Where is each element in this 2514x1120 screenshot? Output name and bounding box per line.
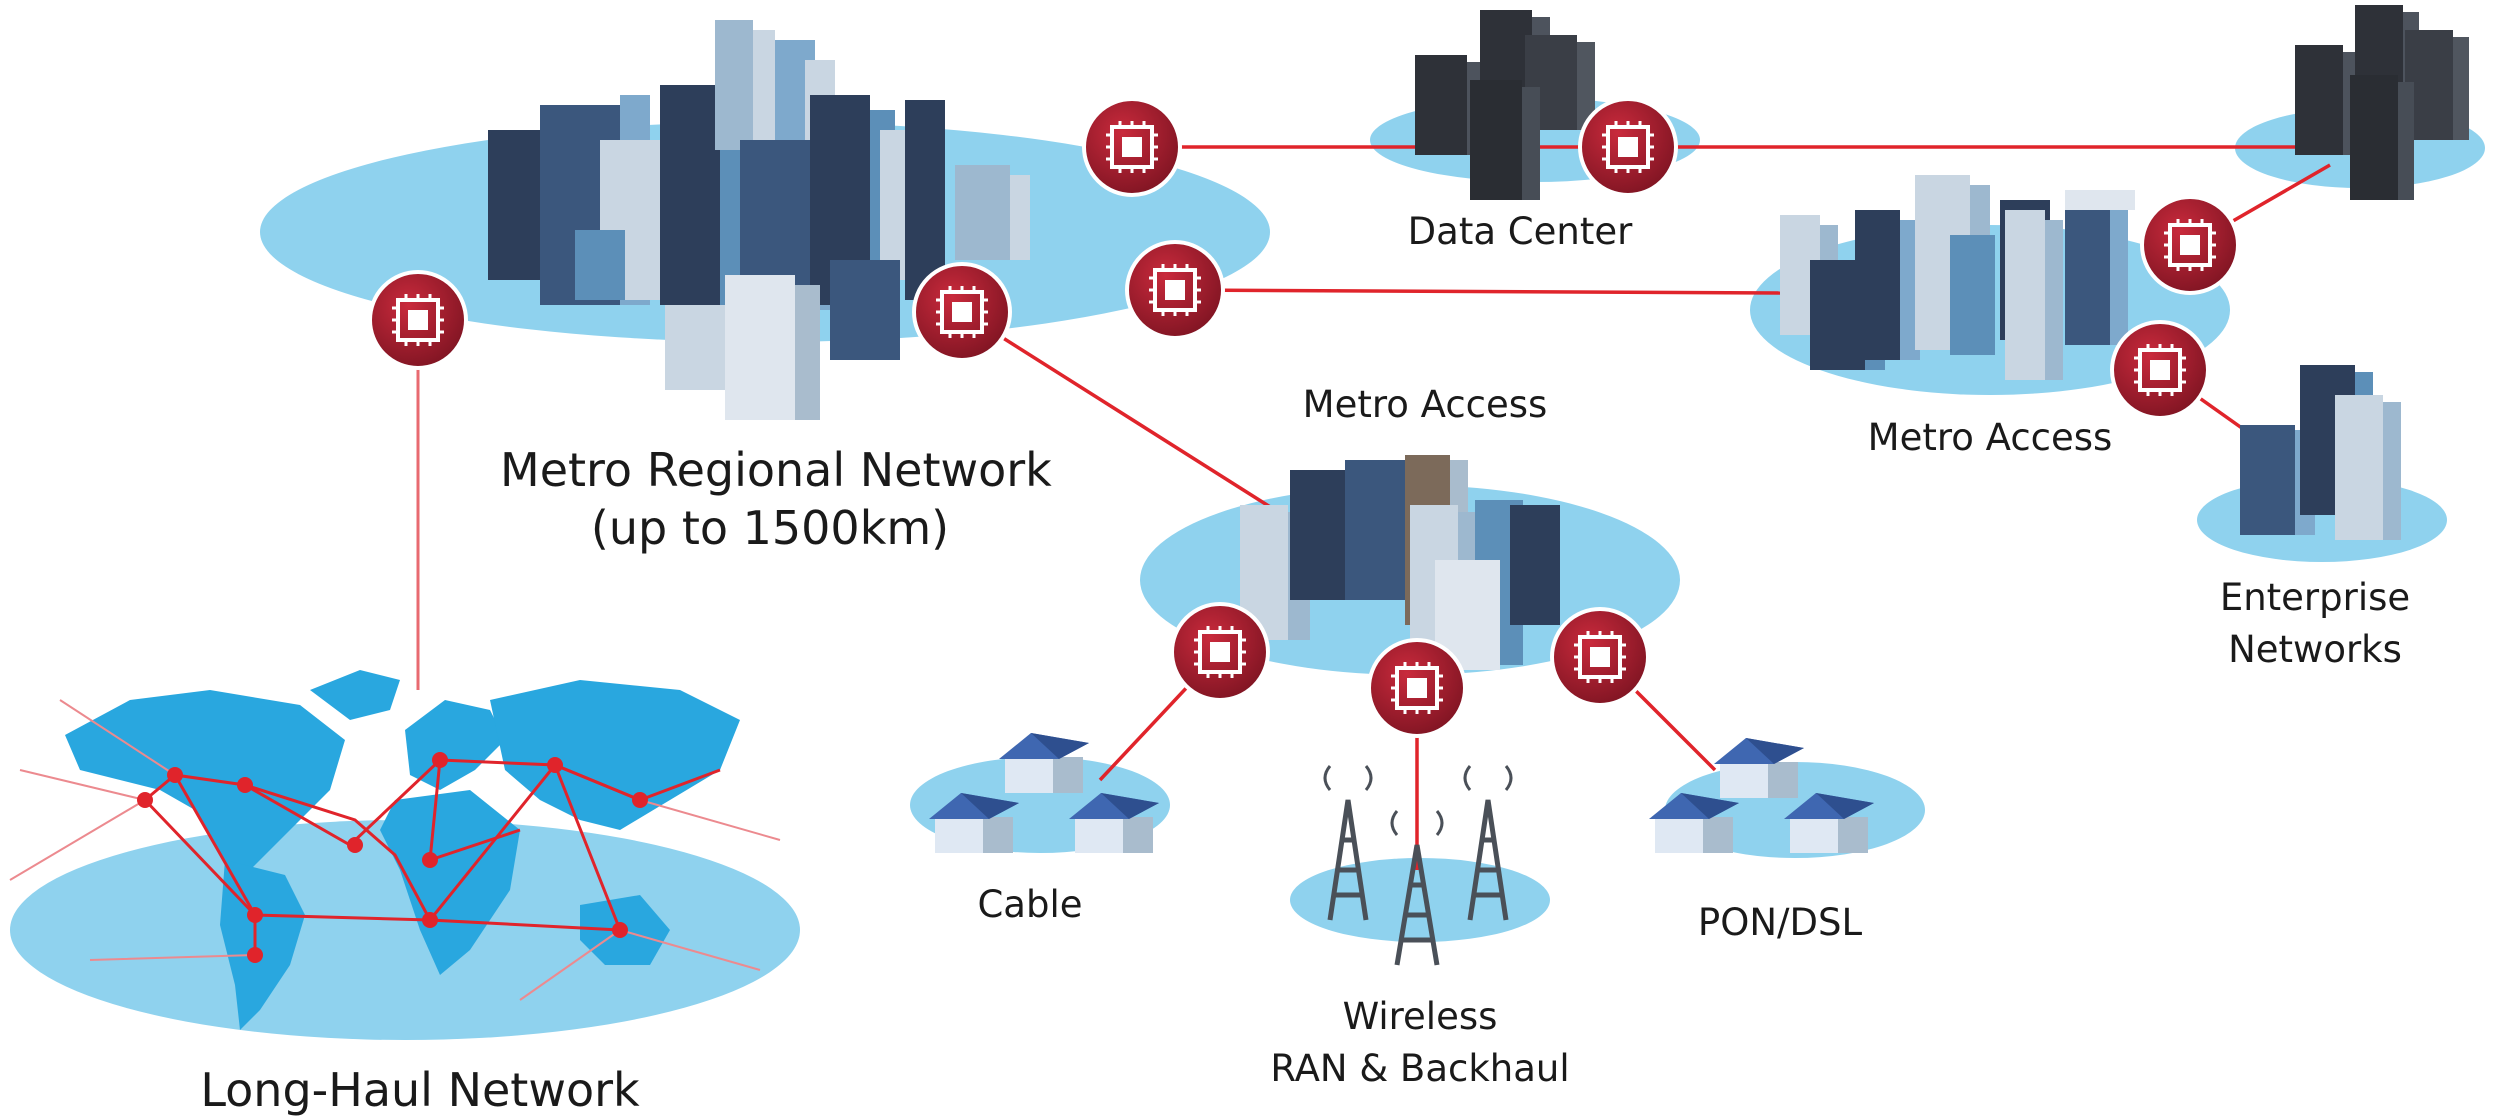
office-building-icon bbox=[1780, 175, 2135, 380]
house-icon bbox=[1784, 793, 1874, 853]
cable-houses bbox=[929, 733, 1159, 853]
cell-tower-icon bbox=[1390, 810, 1444, 966]
enterprise-buildings bbox=[2240, 365, 2401, 540]
chip-icon bbox=[2140, 195, 2240, 295]
server-rack-icon bbox=[2295, 5, 2469, 200]
chip-nodes bbox=[368, 97, 2240, 738]
map-links bbox=[143, 758, 721, 955]
house-icon bbox=[999, 733, 1089, 793]
pon-dsl-houses bbox=[1649, 738, 1874, 853]
chip-icon bbox=[368, 270, 468, 370]
wireless-towers bbox=[1323, 765, 1513, 966]
top-right-servers bbox=[2295, 5, 2469, 200]
wireless-platter bbox=[1290, 858, 1550, 942]
pon-dsl-label: PON/DSL bbox=[1697, 901, 1863, 944]
chip-icon bbox=[1578, 97, 1678, 197]
metro-access-center-city bbox=[1240, 455, 1560, 670]
metro-access-center-label: Metro Access bbox=[1302, 383, 1548, 426]
link-metro-to-access-center bbox=[961, 310, 1276, 512]
metro-regional-city bbox=[488, 20, 1030, 420]
long-haul-platter bbox=[10, 820, 800, 1040]
chip-icon bbox=[1170, 602, 1270, 702]
cell-tower-icon bbox=[1463, 765, 1513, 921]
office-building-icon bbox=[2240, 365, 2401, 540]
house-icon bbox=[1069, 793, 1159, 853]
data-center-label: Data Center bbox=[1407, 210, 1633, 253]
metro-access-right-city bbox=[1780, 175, 2135, 380]
enterprise-networks-label-line2: Networks bbox=[2228, 628, 2402, 671]
metro-regional-network-label: Metro Regional Network bbox=[500, 443, 1052, 497]
map-europe bbox=[405, 700, 505, 790]
map-rays bbox=[9, 699, 781, 1001]
map-asia bbox=[490, 680, 740, 830]
enterprise-networks-label-line1: Enterprise bbox=[2219, 576, 2411, 619]
metro-regional-range-label: (up to 1500km) bbox=[590, 501, 950, 555]
metro-access-right-label: Metro Access bbox=[1867, 416, 2113, 459]
cable-label: Cable bbox=[977, 883, 1083, 926]
map-africa bbox=[380, 790, 520, 975]
cell-tower-icon bbox=[1323, 765, 1373, 921]
map-greenland bbox=[310, 670, 400, 720]
long-haul-network-label: Long-Haul Network bbox=[200, 1063, 640, 1117]
chip-icon bbox=[1367, 638, 1467, 738]
chip-icon bbox=[1082, 97, 1182, 197]
chip-icon bbox=[2110, 320, 2210, 420]
chip-icon bbox=[1125, 240, 1225, 340]
office-building-icon bbox=[1240, 455, 1560, 670]
map-nodes bbox=[137, 752, 648, 963]
house-icon bbox=[1714, 738, 1804, 798]
house-icon bbox=[929, 793, 1019, 853]
wireless-label-line1: Wireless bbox=[1342, 995, 1498, 1038]
house-icon bbox=[1649, 793, 1739, 853]
chip-icon bbox=[912, 262, 1012, 362]
wireless-label-line2: RAN & Backhaul bbox=[1270, 1047, 1570, 1090]
server-rack-icon bbox=[1415, 10, 1595, 200]
world-map-icon bbox=[9, 670, 781, 1030]
chip-icon bbox=[1550, 607, 1650, 707]
data-center-servers bbox=[1415, 10, 1595, 200]
office-building-icon bbox=[488, 20, 1030, 420]
link-metro-to-access-right bbox=[1174, 288, 1791, 295]
